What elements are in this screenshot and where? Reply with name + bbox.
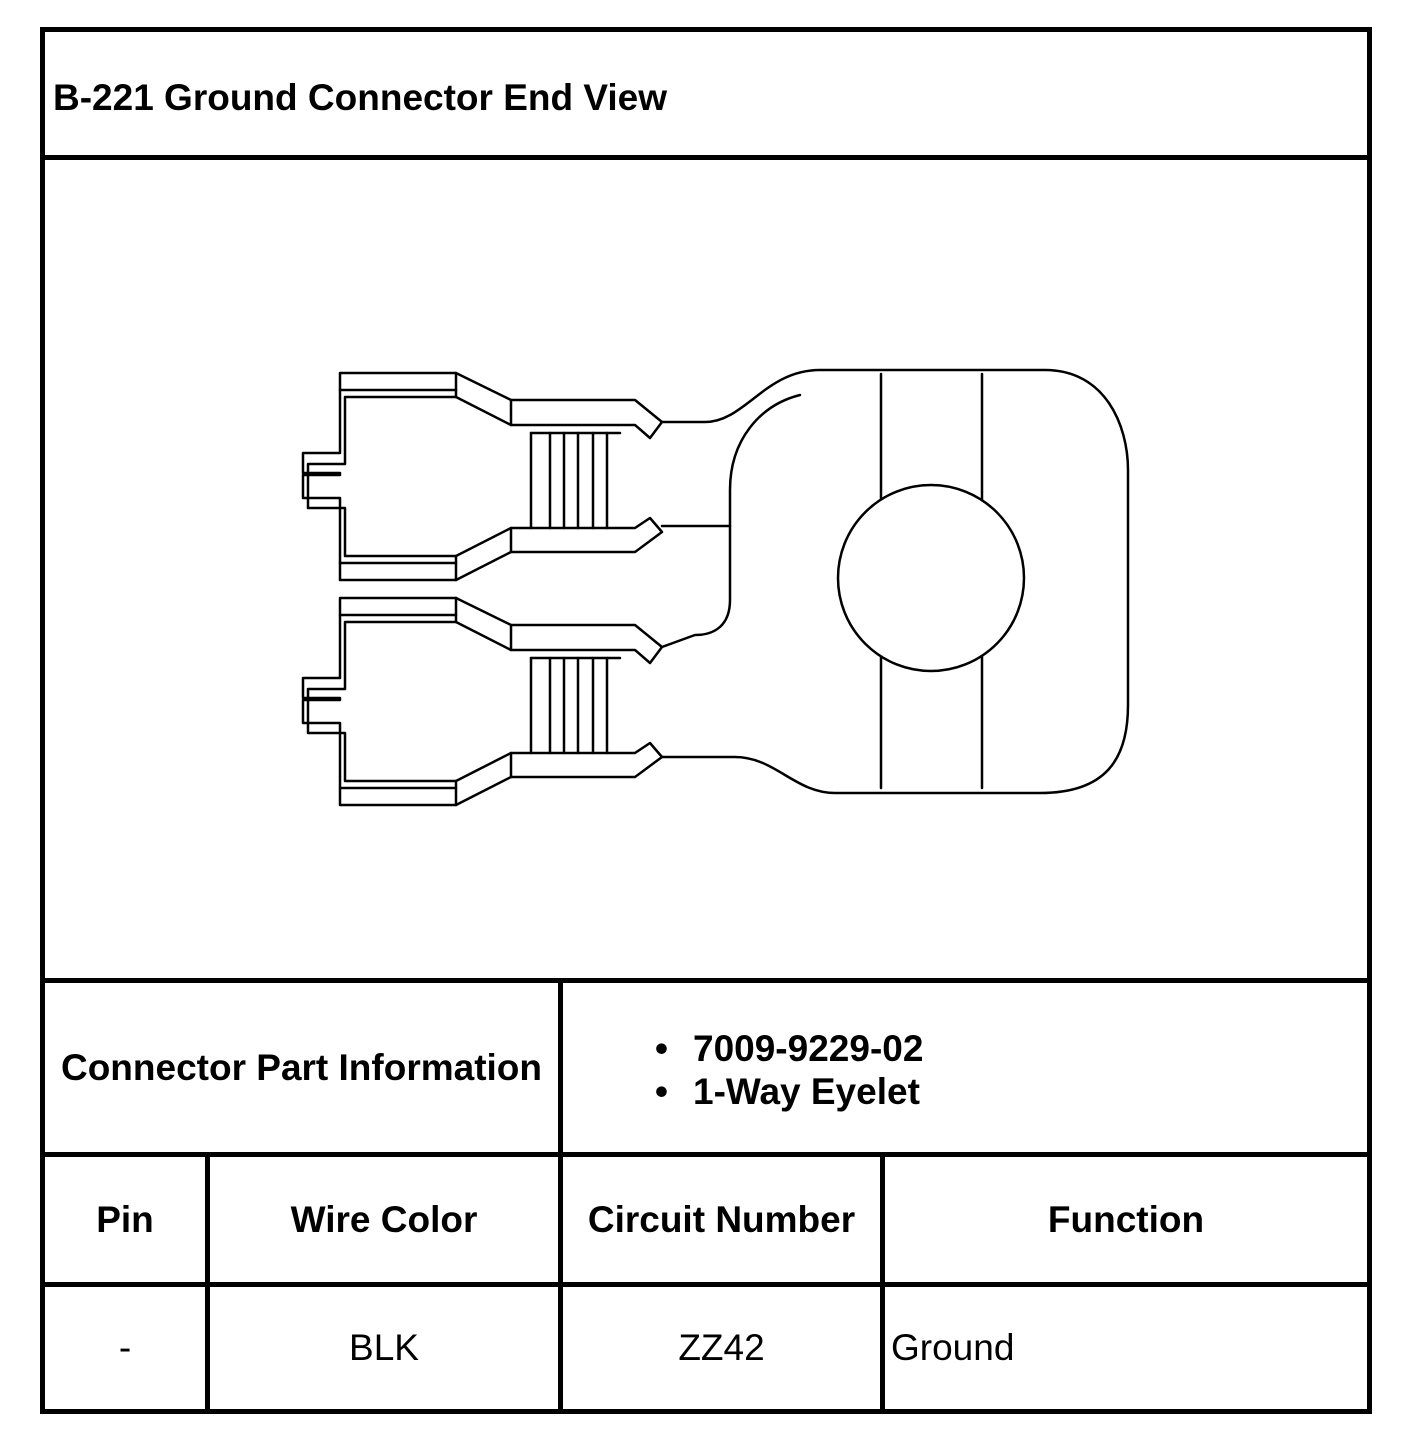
cell-pin: -	[45, 1287, 210, 1409]
table-header-row: Pin Wire Color Circuit Number Function	[45, 1157, 1367, 1287]
header-circuit-number: Circuit Number	[563, 1157, 885, 1282]
cell-function: Ground	[891, 1327, 1015, 1368]
header-function: Function	[1047, 1198, 1205, 1240]
title-row: B-221 Ground Connector End View	[45, 32, 1367, 160]
header-pin: Pin	[45, 1157, 210, 1282]
page-title: B-221 Ground Connector End View	[53, 77, 668, 118]
header-wire-color: Wire Color	[210, 1157, 563, 1282]
lower-crimp-barrel	[301, 596, 664, 807]
cell-circuit-number: ZZ42	[563, 1287, 885, 1409]
list-item: •7009-9229-02	[655, 1028, 924, 1069]
list-item: •1-Way Eyelet	[655, 1071, 920, 1112]
connector-sheet: B-221 Ground Connector End View	[40, 27, 1372, 1414]
part-number: 7009-9229-02	[693, 1028, 924, 1069]
cell-wire-color: BLK	[210, 1287, 563, 1409]
eyelet-body	[660, 368, 1130, 795]
ring-terminal-eyelet-icon	[301, 368, 1130, 807]
connector-part-info-label: Connector Part Information	[45, 983, 563, 1152]
connector-end-view	[45, 160, 1367, 983]
table-row: - BLK ZZ42 Ground	[45, 1287, 1367, 1409]
connector-part-info-list: •7009-9229-02 •1-Way Eyelet	[563, 983, 1367, 1152]
connector-part-info-row: Connector Part Information •7009-9229-02…	[45, 983, 1367, 1157]
upper-crimp-barrel	[301, 371, 664, 582]
connector-type: 1-Way Eyelet	[693, 1071, 920, 1112]
